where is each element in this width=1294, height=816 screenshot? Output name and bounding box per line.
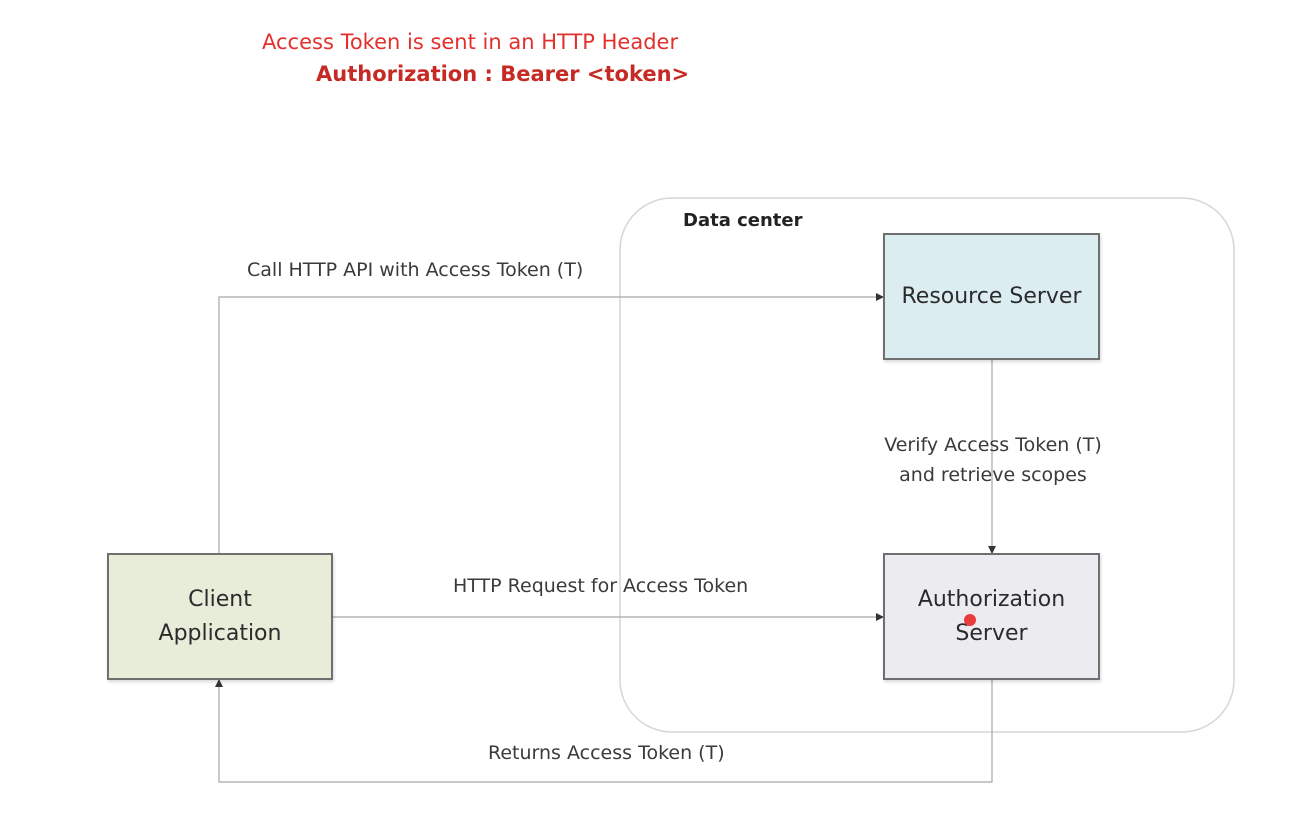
edge-label-verify-line2: and retrieve scopes [899, 464, 1087, 486]
edge-label-request-token: HTTP Request for Access Token [453, 575, 749, 597]
edge-label-verify: Verify Access Token (T) and retrieve sco… [860, 430, 1126, 490]
authorization-server-node: Authorization Server [883, 553, 1100, 680]
data-center-label: Data center [683, 210, 803, 231]
edge-label-call-api: Call HTTP API with Access Token (T) [247, 259, 584, 281]
edge-call-api [218, 293, 884, 553]
header-line-2: Authorization : Bearer <token> [316, 62, 690, 86]
client-application-label-line2: Application [158, 620, 282, 646]
data-center-boundary [619, 197, 1235, 733]
authorization-server-label-line1: Authorization [917, 586, 1066, 612]
client-application-node: Client Application [107, 553, 333, 680]
header-line-1: Access Token is sent in an HTTP Header [262, 30, 679, 54]
edge-returns-token [215, 679, 993, 783]
resource-server-label: Resource Server [901, 283, 1082, 309]
resource-server-node: Resource Server [883, 233, 1100, 360]
edge-label-verify-line1: Verify Access Token (T) [884, 434, 1102, 456]
client-application-label-line1: Client [188, 586, 252, 612]
edge-label-returns-token: Returns Access Token (T) [488, 742, 725, 764]
pointer-cursor-icon [964, 614, 976, 626]
